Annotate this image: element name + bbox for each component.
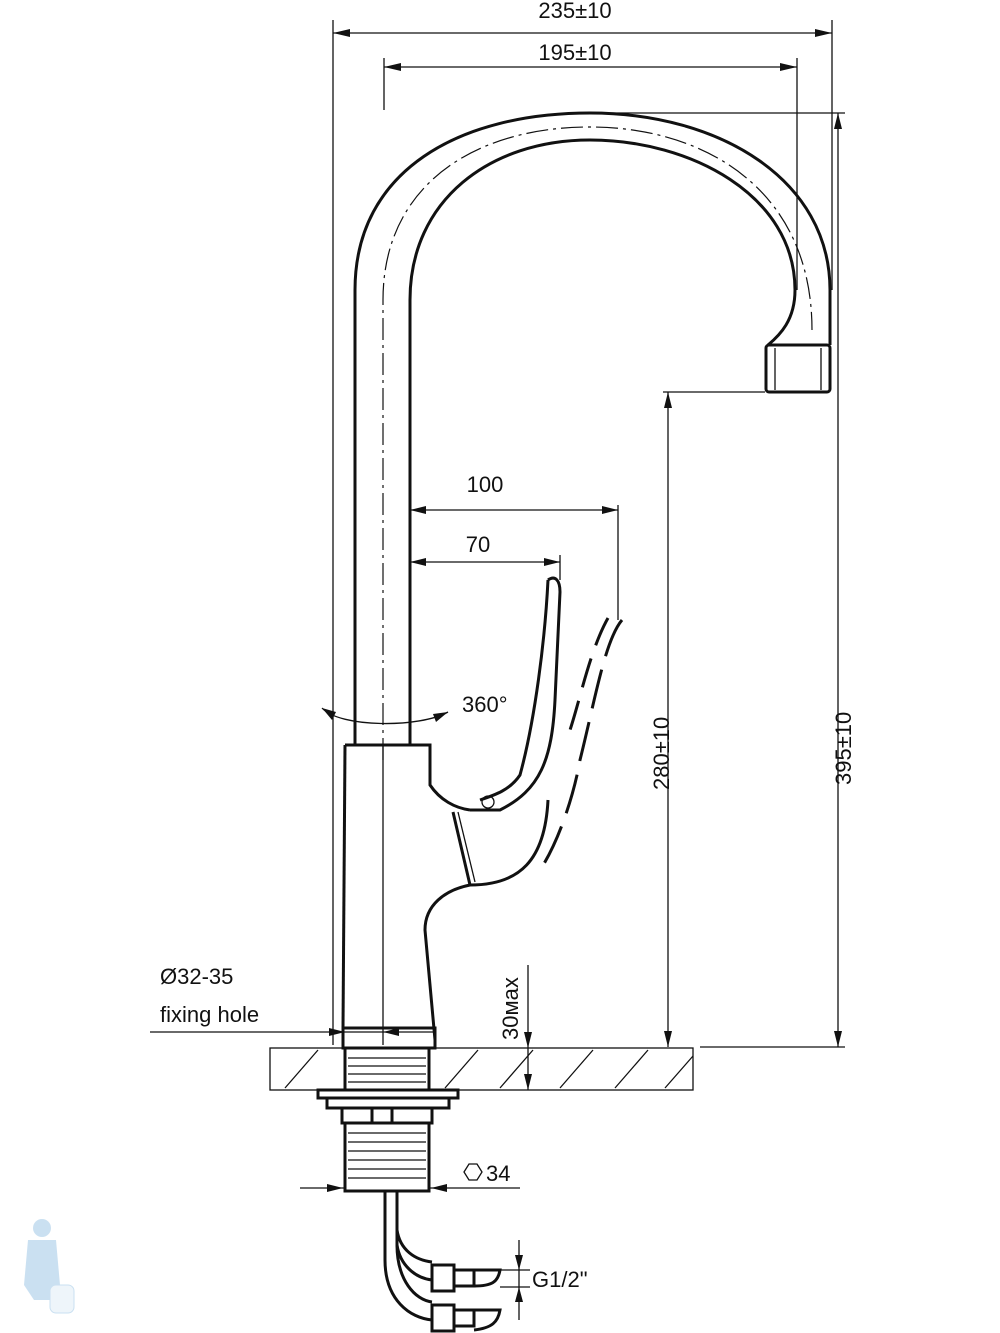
supply-hoses — [383, 1191, 502, 1333]
connection-label: G1/2" — [532, 1267, 588, 1292]
dim-connection: G1/2" — [500, 1240, 588, 1320]
dim-70-label: 70 — [466, 532, 490, 557]
dim-overall-reach: 235±10 — [333, 0, 832, 37]
dim-lever-70: 70 — [410, 532, 560, 566]
hexagon-icon — [463, 1163, 483, 1181]
aerator — [764, 343, 832, 394]
dim-spout-reach: 195±10 — [384, 40, 797, 71]
spout — [353, 111, 832, 760]
fixing-hole-callout: Ø32-35 fixing hole — [150, 964, 435, 1036]
dim-280-label: 280±10 — [649, 717, 674, 790]
dim-spout-height: 280±10 — [649, 392, 674, 1047]
dim-100-label: 100 — [467, 472, 504, 497]
dim-195-label: 195±10 — [538, 40, 611, 65]
dim-hex-nut: 34 — [300, 1161, 520, 1192]
dim-total-height: 395±10 — [831, 113, 856, 1047]
rotation-label: 360° — [462, 692, 508, 717]
plumber-logo — [24, 1219, 75, 1314]
rotation-indicator: 360° — [321, 692, 508, 725]
hex-size-label: 34 — [486, 1161, 510, 1186]
extension-lines — [332, 20, 845, 1048]
dim-235-label: 235±10 — [538, 0, 611, 23]
hole-text-label: fixing hole — [160, 1002, 259, 1027]
threaded-shank — [316, 1046, 460, 1193]
dim-lever-100: 100 — [410, 472, 618, 514]
faucet-body — [341, 576, 624, 1050]
dim-counter-thickness: 30мах — [498, 965, 532, 1090]
dim-30max-label: 30мах — [498, 977, 523, 1040]
hole-diameter-label: Ø32-35 — [160, 964, 233, 989]
dim-395-label: 395±10 — [831, 712, 856, 785]
countertop — [269, 1047, 694, 1091]
